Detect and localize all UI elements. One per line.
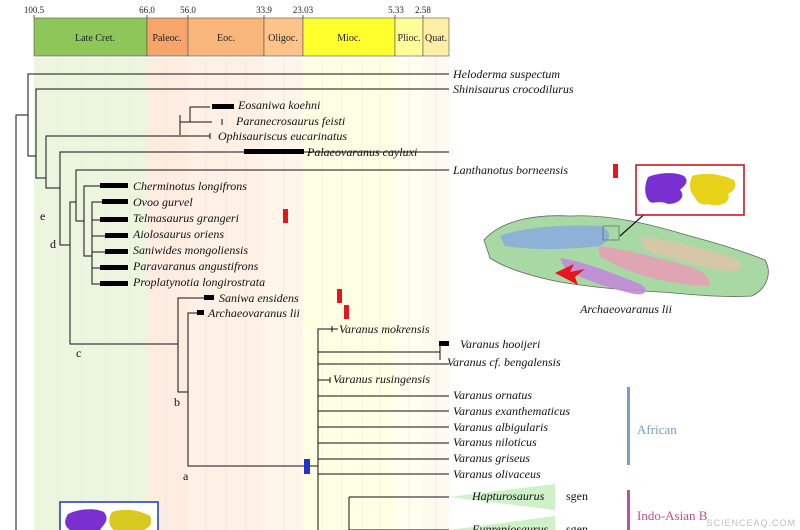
clade-bracket-african: African <box>627 387 677 465</box>
taxon-label: Shinisaurus crocodilurus <box>453 82 574 96</box>
clade-label: Indo-Asian B <box>637 508 708 523</box>
epoch-miocene <box>302 17 396 57</box>
epoch-label: Mioc. <box>337 33 361 44</box>
taxon-label: Varanus exanthematicus <box>453 404 570 418</box>
taxon-label-highlighted: Archaeovaranus lii <box>207 306 300 320</box>
epoch-eocene <box>187 17 265 57</box>
taxon-labels: Heloderma suspectum Shinisaurus crocodil… <box>132 67 574 481</box>
node-label-a: a <box>183 469 189 483</box>
time-scale: 100.5 66.0 56.0 33.9 23.03 5.33 2.58 Lat… <box>24 5 450 57</box>
taxon-label: Varanus albigularis <box>453 420 548 434</box>
tick-label: 33.9 <box>256 5 272 15</box>
taxon-label: Palaeovaranus cayluxi <box>306 145 417 159</box>
epoch-label: Plioc. <box>397 33 420 44</box>
clade-label: African <box>637 422 677 437</box>
taxon-label: Hapturosaurus <box>471 489 545 503</box>
braincase-inset <box>635 164 745 216</box>
clade-bracket-indo-asian: Indo-Asian B <box>627 490 708 530</box>
epoch-label: Late Cret. <box>75 33 115 44</box>
taxon-label: Proplatynotia longirostrata <box>132 275 265 289</box>
tree-branches <box>15 73 449 530</box>
node-marker <box>304 459 310 474</box>
red-marker <box>344 305 349 319</box>
taxon-label: Paranecrosaurus feisti <box>235 114 345 128</box>
taxon-label: Varanus rusingensis <box>333 372 430 386</box>
node-labels: e d c b a <box>40 209 189 483</box>
taxon-label: Saniwides mongoliensis <box>133 243 248 257</box>
taxon-label: Saniwa ensidens <box>219 291 299 305</box>
taxon-label: Varanus hooijeri <box>460 337 540 351</box>
taxon-label: Lanthanotus borneensis <box>452 163 568 177</box>
red-marker <box>337 289 342 303</box>
epoch-late-cretaceous <box>33 17 148 57</box>
taxon-label: Aiolosaurus oriens <box>132 227 224 241</box>
highlight-markers <box>283 164 618 474</box>
collapsed-clades: Hapturosaurus sgen Euprepiosaurus sgen <box>449 484 588 530</box>
subgenus-tag: sgen <box>566 522 588 530</box>
epoch-label: Eoc. <box>217 33 235 44</box>
tick-label: 100.5 <box>24 5 45 15</box>
taxon-label: Varanus griseus <box>453 451 530 465</box>
subgenus-tag: sgen <box>566 489 588 503</box>
taxon-label: Ovoo gurvel <box>133 195 193 209</box>
taxon-label: Telmasaurus grangeri <box>133 211 239 225</box>
watermark: SCIENCEAQ.COM <box>706 518 796 528</box>
taxon-label: Eosaniwa koehni <box>237 98 320 112</box>
tick-label: 66.0 <box>139 5 155 15</box>
red-marker <box>613 164 618 178</box>
taxon-label: Paravaranus angustifrons <box>132 259 259 273</box>
epoch-label: Paleoc. <box>152 33 181 44</box>
taxon-label: Euprepiosaurus <box>471 522 549 530</box>
skull-caption: Archaeovaranus lii <box>579 302 672 316</box>
epoch-label: Oligoc. <box>268 33 298 44</box>
node-label-c: c <box>76 346 81 360</box>
epoch-quaternary <box>422 17 450 57</box>
terminal-ticks <box>209 119 333 383</box>
arrow-icon <box>555 264 585 285</box>
tick-label: 5.33 <box>388 5 404 15</box>
taxon-label: Ophisauriscus eucarinatus <box>218 129 347 143</box>
node-label-e: e <box>40 209 45 223</box>
tick-label: 2.58 <box>415 5 431 15</box>
taxon-label: Varanus olivaceus <box>453 467 541 481</box>
taxon-label: Cherminotus longifrons <box>133 179 247 193</box>
node-label-b: b <box>174 395 180 409</box>
epoch-oligocene <box>263 17 304 57</box>
taxon-label: Varanus cf. bengalensis <box>447 355 561 369</box>
node-label-d: d <box>50 237 56 251</box>
epoch-paleocene <box>146 17 189 57</box>
taxon-label: Heloderma suspectum <box>452 67 560 81</box>
taxon-label: Varanus niloticus <box>453 435 537 449</box>
tick-label: 23.03 <box>293 5 314 15</box>
red-marker <box>283 209 288 223</box>
braincase-inset-bottom <box>59 501 159 530</box>
skull-illustration <box>483 205 769 297</box>
epoch-label: Quat. <box>425 33 447 44</box>
taxon-label: Varanus ornatus <box>453 388 532 402</box>
tick-label: 56.0 <box>180 5 196 15</box>
taxon-label: Varanus mokrensis <box>339 322 430 336</box>
range-bars <box>100 104 449 346</box>
